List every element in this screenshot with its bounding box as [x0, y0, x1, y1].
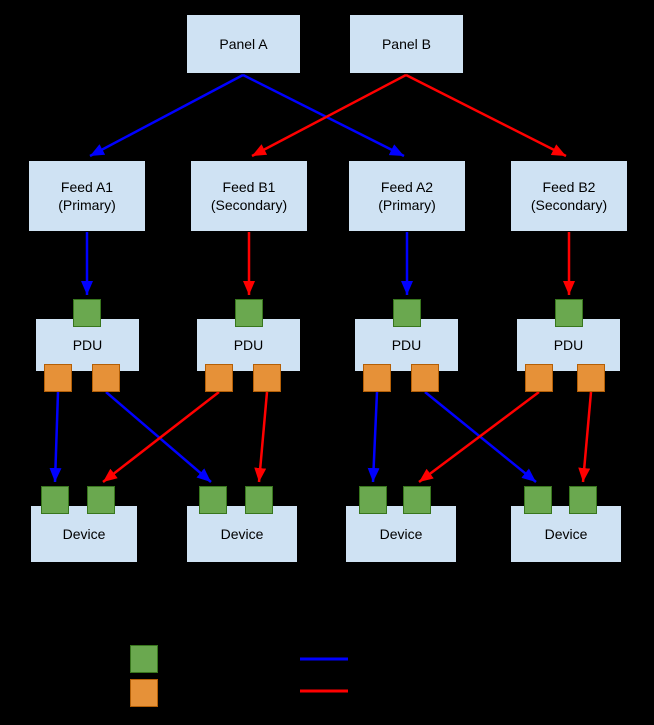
arrow-panel-b-to-feed-b2: [405, 73, 567, 158]
pdu-4-output-square-2: [577, 364, 605, 392]
feed-b2-sublabel: (Secondary): [530, 197, 608, 213]
arrow-pdu-2-to-device-1: [102, 391, 220, 483]
panel-b-node: Panel B: [349, 14, 464, 74]
pdu-4-input-square: [555, 299, 583, 327]
device-4-label: Device: [544, 526, 588, 542]
arrow-pdu-3-to-device-4: [424, 391, 537, 483]
device-2-input-square-2: [245, 486, 273, 514]
pdu-3-input-square: [393, 299, 421, 327]
pdu-4-output-square-1: [525, 364, 553, 392]
panel-a-node: Panel A: [186, 14, 301, 74]
arrow-panel-a-to-feed-a2: [242, 73, 405, 158]
feed-a1-sublabel: (Primary): [58, 197, 116, 213]
pdu-3-output-square-1: [363, 364, 391, 392]
legend-power-input-swatch: [130, 645, 158, 673]
feed-a2-node: Feed A2 (Primary): [348, 160, 466, 232]
feed-b2-label: Feed B2: [542, 179, 596, 195]
pdu-4-node: PDU: [516, 318, 621, 372]
feed-b1-label: Feed B1: [222, 179, 276, 195]
pdu-2-output-square-2: [253, 364, 281, 392]
feed-a2-sublabel: (Primary): [378, 197, 436, 213]
pdu-1-label: PDU: [72, 337, 103, 353]
pdu-2-node: PDU: [196, 318, 301, 372]
device-3-input-square-1: [359, 486, 387, 514]
device-2-label: Device: [220, 526, 264, 542]
device-4-input-square-2: [569, 486, 597, 514]
device-1-node: Device: [30, 505, 138, 563]
pdu-3-node: PDU: [354, 318, 459, 372]
device-4-node: Device: [510, 505, 622, 563]
legend-power-output-swatch: [130, 679, 158, 707]
feed-a2-label: Feed A2: [380, 179, 434, 195]
device-3-input-square-2: [403, 486, 431, 514]
pdu-1-node: PDU: [35, 318, 140, 372]
arrow-pdu-3-to-device-3: [367, 391, 380, 483]
device-2-node: Device: [186, 505, 298, 563]
panel-a-label: Panel A: [219, 36, 268, 52]
pdu-1-output-square-2: [92, 364, 120, 392]
arrow-pdu-4-to-device-3: [418, 391, 540, 483]
device-1-input-square-2: [87, 486, 115, 514]
pdu-1-input-square: [73, 299, 101, 327]
feed-a1-label: Feed A1: [60, 179, 114, 195]
feed-b2-node: Feed B2 (Secondary): [510, 160, 628, 232]
arrow-panel-a-to-feed-a1: [89, 73, 244, 158]
device-2-input-square-1: [199, 486, 227, 514]
pdu-2-label: PDU: [233, 337, 264, 353]
feed-a1-node: Feed A1 (Primary): [28, 160, 146, 232]
feed-b1-sublabel: (Secondary): [210, 197, 288, 213]
arrow-pdu-2-to-device-2: [254, 391, 269, 483]
device-4-input-square-1: [524, 486, 552, 514]
arrow-pdu-4-to-device-4: [578, 391, 593, 483]
arrow-pdu-1-to-device-2: [105, 391, 212, 483]
pdu-3-label: PDU: [391, 337, 422, 353]
pdu-3-output-square-2: [411, 364, 439, 392]
arrow-pdu-1-to-device-1: [49, 391, 62, 483]
device-1-input-square-1: [41, 486, 69, 514]
device-3-node: Device: [345, 505, 457, 563]
pdu-4-label: PDU: [553, 337, 584, 353]
arrow-panel-b-to-feed-b1: [251, 73, 407, 158]
pdu-1-output-square-1: [44, 364, 72, 392]
pdu-2-output-square-1: [205, 364, 233, 392]
device-3-label: Device: [379, 526, 423, 542]
device-1-label: Device: [62, 526, 106, 542]
pdu-2-input-square: [235, 299, 263, 327]
panel-b-label: Panel B: [381, 36, 432, 52]
feed-b1-node: Feed B1 (Secondary): [190, 160, 308, 232]
